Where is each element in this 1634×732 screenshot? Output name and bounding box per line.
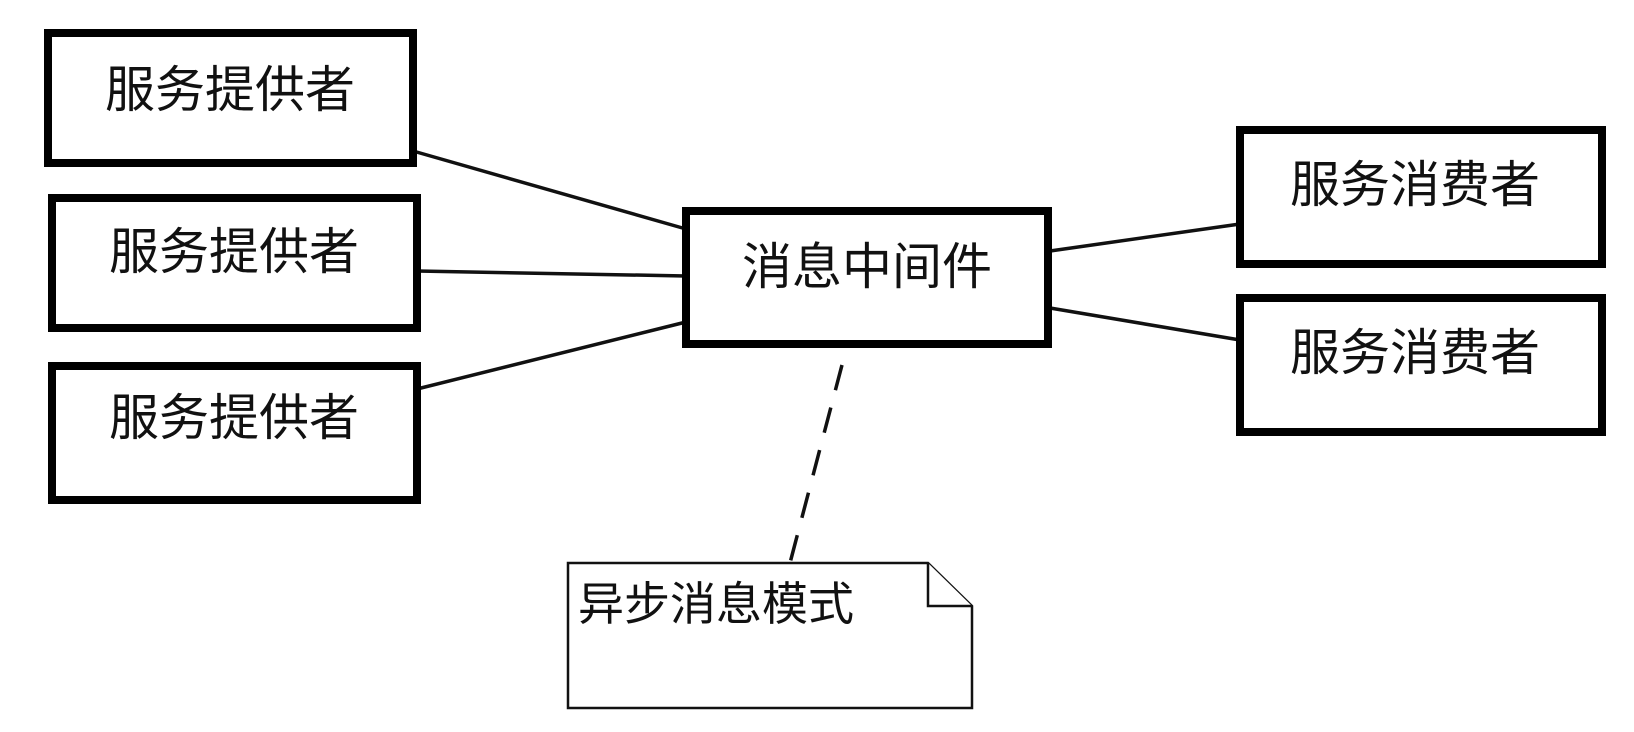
note-shape bbox=[566, 561, 974, 710]
consumer-label-2: 服务消费者 bbox=[1290, 324, 1540, 382]
consumer-box-2: 服务消费者 bbox=[1236, 294, 1606, 436]
note-async-message-pattern: 异步消息模式 bbox=[566, 561, 974, 710]
link-middleware-consumer-2 bbox=[1049, 306, 1241, 342]
provider-box-1: 服务提供者 bbox=[44, 29, 417, 167]
link-middleware-note bbox=[788, 364, 844, 564]
middleware-label: 消息中间件 bbox=[742, 238, 992, 296]
provider-label-2: 服务提供者 bbox=[109, 223, 359, 281]
note-label: 异步消息模式 bbox=[578, 577, 854, 631]
middleware-box: 消息中间件 bbox=[682, 207, 1052, 348]
link-middleware-consumer-1 bbox=[1049, 222, 1241, 253]
provider-label-3: 服务提供者 bbox=[109, 389, 359, 447]
consumer-box-1: 服务消费者 bbox=[1236, 126, 1606, 268]
link-provider-1-middleware bbox=[412, 149, 687, 231]
link-provider-2-middleware bbox=[416, 269, 687, 278]
consumer-label-1: 服务消费者 bbox=[1290, 156, 1540, 214]
note-fold-corner bbox=[926, 563, 972, 608]
link-provider-3-middleware bbox=[416, 320, 687, 391]
provider-box-3: 服务提供者 bbox=[48, 362, 421, 504]
provider-label-1: 服务提供者 bbox=[105, 61, 355, 119]
provider-box-2: 服务提供者 bbox=[48, 194, 421, 332]
connectors bbox=[412, 149, 1241, 564]
